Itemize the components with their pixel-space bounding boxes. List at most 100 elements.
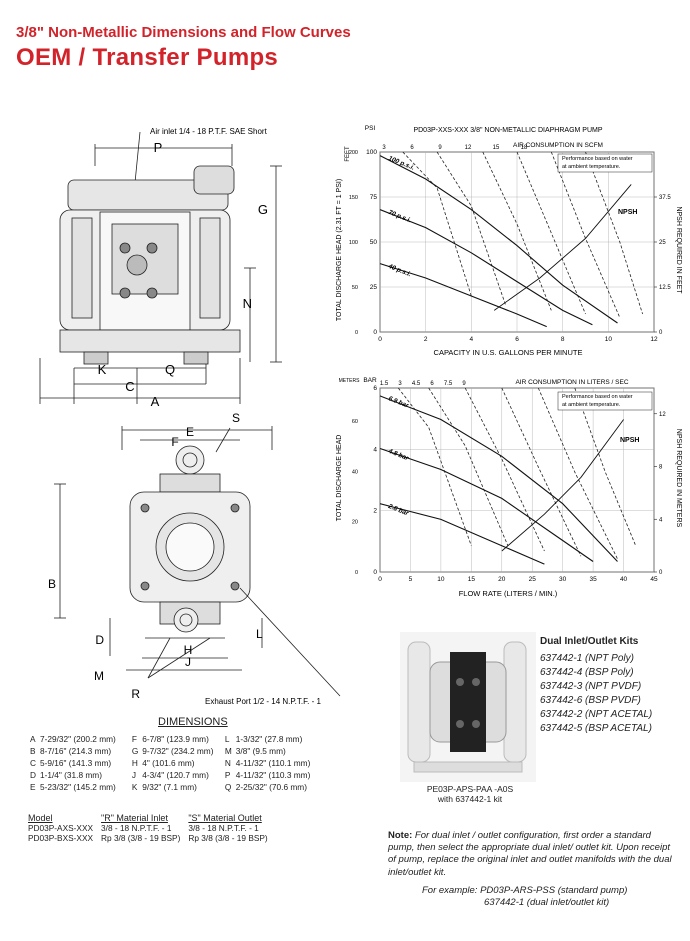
plot-frame	[379, 387, 655, 573]
series-label: 6.9 bar	[387, 395, 409, 410]
pressure-series-line	[379, 263, 547, 328]
y-tick-label-secondary: 100	[349, 240, 358, 246]
air-tick-label: 9	[438, 145, 442, 151]
x-tick-label: 12	[650, 336, 658, 343]
model-table: Model "R" Material Inlet "S" Material Ou…	[28, 813, 276, 843]
air-tick-label: 15	[493, 145, 500, 151]
dim-value: 6-7/8" (123.9 mm)	[142, 734, 209, 744]
series-label: 100 p.s.i.	[387, 155, 415, 172]
series-label: 40 p.s.i.	[386, 263, 412, 279]
y-tick-label-secondary: 50	[352, 285, 358, 291]
chart1-title: PD03P-XXS-XXX 3/8" NON-METALLIC DIAPHRAG…	[413, 127, 602, 134]
x-tick-label: 10	[605, 336, 613, 343]
kit-item: 637442-1 (NPT Poly)	[540, 653, 634, 664]
npsh-tick-label: 8	[659, 465, 663, 471]
air-tick-label: 3	[382, 145, 386, 151]
x-tick-label: 25	[529, 576, 537, 583]
x-tick-label: 15	[468, 576, 476, 583]
column-header: Model	[28, 813, 53, 823]
y-tick-label: 0	[373, 329, 377, 336]
air-consumption-curve	[537, 387, 618, 560]
dim-key: E	[30, 782, 36, 792]
note-example-label: For example:	[422, 884, 478, 896]
dim-letter-k: K	[98, 362, 107, 377]
y-tick-label: 6	[373, 385, 377, 392]
chart1-unit-psi: PSI	[365, 125, 376, 132]
chart1-note-1: Performance based on water	[562, 156, 633, 162]
note-example-1: PD03P-ARS-PSS (standard pump)	[480, 884, 628, 896]
air-tick-label: 18	[521, 145, 528, 151]
dim-key: F	[131, 734, 137, 744]
pressure-series-line	[379, 209, 593, 326]
exhaust-port-label: Exhaust Port 1/2 - 14 N.P.T.F. - 1	[205, 697, 321, 706]
air-consumption-curve	[585, 151, 643, 315]
dim-value: 5-9/16" (141.3 mm)	[40, 758, 112, 768]
npsh-tick-label: 12.5	[659, 285, 671, 291]
dim-key: Q	[224, 782, 232, 792]
y-tick-label-secondary: 40	[352, 469, 358, 475]
npsh-tick-label: 4	[659, 517, 663, 523]
table-cell: PD03P-BXS-XXX	[28, 833, 94, 843]
x-tick-label: 2	[424, 336, 428, 343]
dim-key: C	[30, 758, 36, 768]
chart1-unit-feet: FEET	[345, 146, 351, 162]
kits-title: Dual Inlet/Outlet Kits	[540, 636, 639, 647]
air-tick-label: 12	[465, 145, 472, 151]
dim-key: K	[131, 782, 138, 792]
dim-value: 7-29/32" (200.2 mm)	[40, 734, 116, 744]
kit-item: 637442-4 (BSP Poly)	[540, 667, 634, 678]
dim-key: A	[30, 734, 36, 744]
pressure-series-line	[379, 447, 594, 562]
chart2-unit-meters: METERS	[339, 378, 361, 384]
table-header-row: Model "R" Material Inlet "S" Material Ou…	[28, 813, 276, 823]
dimensions-title: DIMENSIONS	[158, 716, 228, 728]
dim-key: B	[30, 746, 36, 756]
column-header: "S" Material Outlet	[188, 813, 262, 823]
dim-letter-m: M	[94, 669, 104, 683]
y-tick-label: 100	[366, 149, 377, 156]
dim-key: J	[131, 770, 136, 780]
pump-side-view: S E F B D M L H J R Exhaust Port 1/2 - 1…	[48, 411, 341, 706]
y-tick-label: 0	[373, 569, 377, 576]
photo-caption: PE03P-APS-PAA -A0S with 637442-1 kit	[410, 784, 530, 804]
dim-letter-p: P	[154, 140, 163, 155]
table-cell: Rp 3/8 (3/8 - 19 BSP)	[188, 833, 268, 843]
dim-letter-d: D	[95, 633, 104, 647]
air-tick-label: 1.5	[380, 381, 389, 387]
air-inlet-label: Air inlet 1/4 - 18 P.T.F. SAE Short	[150, 127, 268, 136]
dim-key: P	[224, 770, 231, 780]
chart1-npsh-label: NPSH	[618, 209, 637, 216]
chart2-ylabel: TOTAL DISCHARGE HEAD	[336, 435, 343, 522]
npsh-curve	[501, 419, 624, 552]
y-tick-label-secondary: 60	[352, 419, 358, 425]
photo-caption-model: PE03P-APS-PAA -A0S	[426, 784, 514, 794]
dim-key: D	[30, 770, 36, 780]
table-row: PD03P-AXS-XXX 3/8 - 18 N.P.T.F. - 1 3/8 …	[28, 823, 276, 833]
photo-caption-kit: with 637442-1 kit	[437, 794, 503, 804]
table-cell: Rp 3/8 (3/8 - 19 BSP)	[101, 833, 181, 843]
y-tick-label-secondary: 20	[352, 520, 358, 526]
air-consumption-curve	[501, 387, 582, 557]
table-cell: 3/8 - 18 N.P.T.F. - 1	[101, 823, 172, 833]
dim-key: G	[131, 746, 139, 756]
dim-value: 1-1/4" (31.8 mm)	[40, 770, 102, 780]
page-subtitle: 3/8" Non-Metallic Dimensions and Flow Cu…	[16, 24, 351, 41]
kit-item: 637442-3 (NPT PVDF)	[540, 681, 642, 692]
x-tick-label: 4	[470, 336, 474, 343]
product-photo	[400, 632, 536, 782]
chart2-air-label: AIR CONSUMPTION IN LITERS / SEC	[515, 379, 628, 386]
column-header: "R" Material Inlet	[101, 813, 168, 823]
table-cell: 3/8 - 18 N.P.T.F. - 1	[188, 823, 259, 833]
y-tick-label: 2	[373, 508, 377, 515]
dim-value: 4" (101.6 mm)	[142, 758, 195, 768]
dim-value: 9-7/32" (234.2 mm)	[142, 746, 214, 756]
dim-value: 8-7/16" (214.3 mm)	[40, 746, 112, 756]
dim-value: 2-25/32" (70.6 mm)	[235, 782, 307, 792]
note-box	[557, 153, 653, 173]
page-title: OEM / Transfer Pumps	[16, 44, 279, 71]
air-consumption-curve	[482, 151, 552, 311]
npsh-tick-label: 0	[659, 570, 663, 576]
